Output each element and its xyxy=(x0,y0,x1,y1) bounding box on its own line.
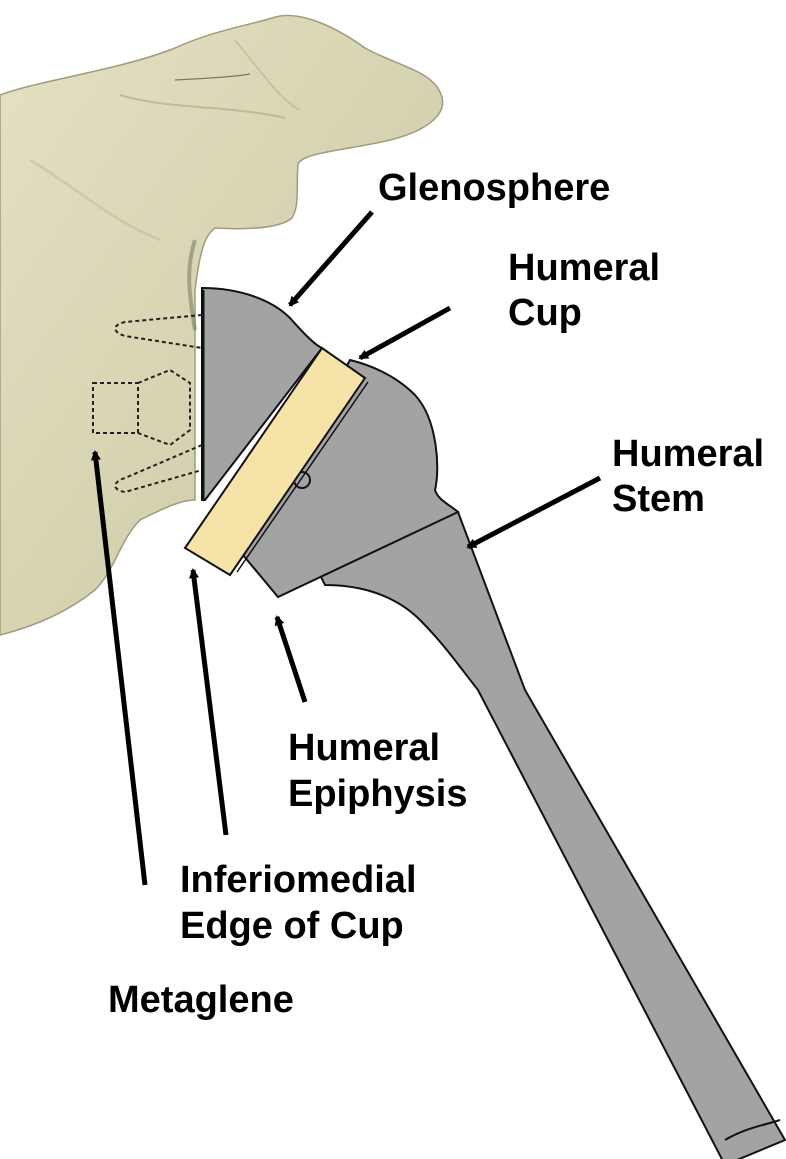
label-inferiomedial-line2: Edge of Cup xyxy=(180,905,404,947)
arrow-humeral-epiphysis xyxy=(277,617,305,702)
label-humeral-cup-line1: Humeral xyxy=(508,247,660,289)
arrow-humeral-cup xyxy=(360,308,450,358)
label-humeral-epiphysis-line2: Epiphysis xyxy=(288,773,468,815)
label-inferiomedial-line1: Inferiomedial xyxy=(180,859,417,901)
label-humeral-stem-line2: Stem xyxy=(612,478,705,520)
arrow-glenosphere xyxy=(290,212,372,305)
humeral-stem xyxy=(320,512,785,1159)
label-humeral-epiphysis-line1: Humeral xyxy=(288,727,440,769)
arrow-inferiomedial-edge xyxy=(193,570,226,835)
label-humeral-stem-line1: Humeral xyxy=(612,433,764,475)
label-glenosphere: Glenosphere xyxy=(378,167,610,209)
arrow-humeral-stem xyxy=(468,478,600,547)
label-humeral-cup-line2: Cup xyxy=(508,292,582,334)
label-metaglene: Metaglene xyxy=(108,979,294,1021)
